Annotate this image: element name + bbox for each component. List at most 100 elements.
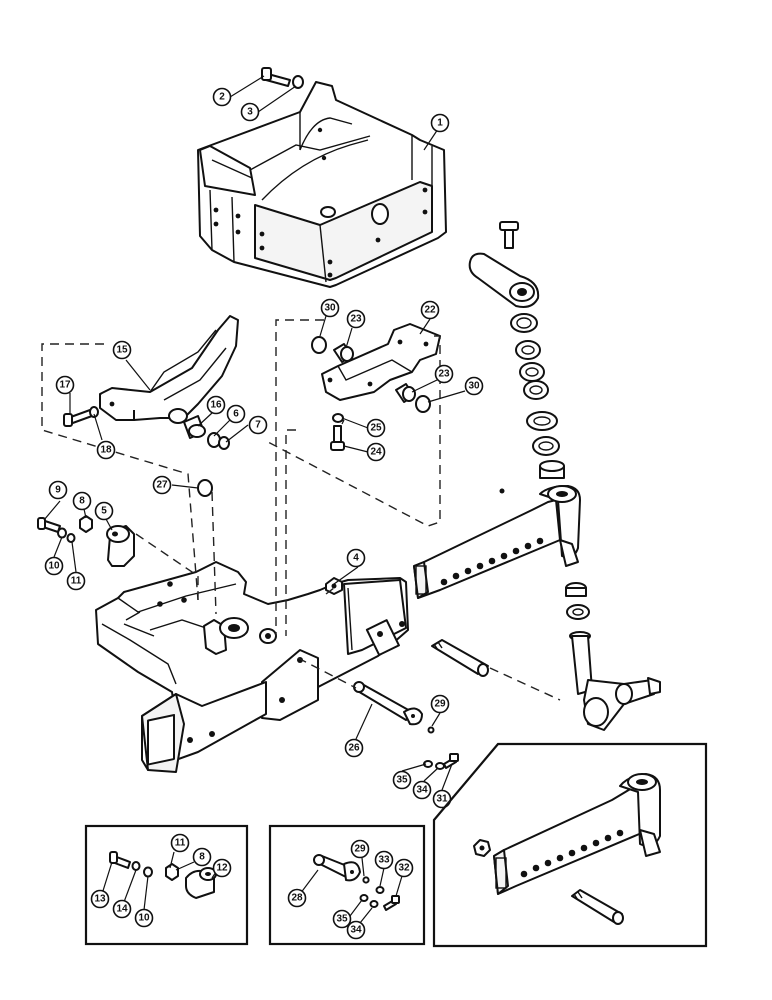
svg-text:34: 34: [350, 925, 362, 936]
svg-text:13: 13: [94, 894, 106, 905]
svg-text:23: 23: [438, 369, 450, 380]
steering-arm: [468, 221, 540, 308]
inset-right: [432, 742, 708, 948]
inset-left-callout-11: 11: [170, 833, 190, 853]
washer-11: [66, 533, 76, 543]
svg-text:34: 34: [416, 785, 428, 796]
svg-text:10: 10: [138, 913, 150, 924]
svg-text:24: 24: [370, 447, 382, 458]
axle-extension: [413, 485, 581, 599]
svg-text:35: 35: [396, 775, 408, 786]
svg-text:14: 14: [116, 904, 128, 915]
ring-7: [218, 436, 230, 450]
cotter-29: [427, 726, 435, 734]
nut-8: [79, 515, 93, 533]
svg-text:5: 5: [101, 506, 107, 517]
bolt-17: [63, 409, 93, 427]
callout-3: 3: [240, 102, 260, 122]
svg-text:26: 26: [348, 743, 360, 754]
pivot-pin-5: [106, 525, 135, 567]
svg-text:3: 3: [247, 107, 253, 118]
callout-11: 11: [66, 571, 86, 591]
bushing-23-upper: [333, 343, 354, 363]
hardware-31-34-35: [423, 753, 459, 770]
svg-text:31: 31: [436, 794, 448, 805]
svg-text:29: 29: [434, 699, 446, 710]
svg-text:30: 30: [468, 381, 480, 392]
callout-8: 8: [72, 491, 92, 511]
seal-27: [197, 479, 213, 497]
callout-7: 7: [248, 415, 268, 435]
svg-text:1: 1: [437, 118, 443, 129]
svg-text:6: 6: [233, 409, 239, 420]
adjust-pin: [431, 639, 489, 677]
callout-23-upper: 23: [346, 309, 366, 329]
callout-15: 15: [112, 340, 132, 360]
svg-text:8: 8: [79, 496, 85, 507]
callout-23-lower: 23: [434, 364, 454, 384]
bearing-stack: [510, 313, 565, 479]
inset-left-callout-12: 12: [212, 858, 232, 878]
svg-text:11: 11: [175, 838, 186, 849]
callout-16: 16: [206, 395, 226, 415]
washer-10: [57, 527, 67, 539]
callout-27: 27: [152, 475, 172, 495]
inset-middle: 28 29 33 32 35 34: [268, 824, 426, 946]
bolt-9: [37, 517, 61, 533]
callout-26: 26: [344, 738, 364, 758]
washer-3: [292, 75, 304, 89]
callout-5: 5: [94, 501, 114, 521]
callout-1: 1: [430, 113, 450, 133]
leader-lines: [43, 75, 466, 791]
spindle: [565, 582, 661, 731]
svg-text:32: 32: [398, 863, 410, 874]
axle-left-extension: [141, 681, 267, 773]
svg-text:16: 16: [210, 400, 222, 411]
inset-middle-callout-34: 34: [346, 920, 366, 940]
callout-4: 4: [346, 548, 366, 568]
axle-nut: [325, 577, 343, 595]
washer-30-upper: [311, 336, 327, 354]
callout-25: 25: [366, 418, 386, 438]
bushing-23-lower: [395, 383, 416, 403]
callout-9: 9: [48, 480, 68, 500]
svg-text:17: 17: [59, 380, 71, 391]
bolt-24: [330, 425, 345, 451]
inset-middle-callout-28: 28: [287, 888, 307, 908]
callout-34: 34: [412, 780, 432, 800]
svg-text:9: 9: [55, 485, 61, 496]
inset-left-callout-14: 14: [112, 899, 132, 919]
svg-text:15: 15: [116, 345, 128, 356]
inset-middle-callout-33: 33: [374, 850, 394, 870]
svg-text:27: 27: [156, 480, 168, 491]
axle-center-section: [95, 561, 409, 727]
callout-18: 18: [96, 440, 116, 460]
callout-29: 29: [430, 694, 450, 714]
callout-10: 10: [44, 556, 64, 576]
svg-text:35: 35: [336, 914, 348, 925]
washer-30-lower: [415, 395, 431, 413]
callout-35: 35: [392, 770, 412, 790]
svg-text:33: 33: [378, 855, 390, 866]
callout-17: 17: [55, 375, 75, 395]
svg-text:12: 12: [216, 863, 228, 874]
washer-18: [89, 406, 99, 418]
svg-text:23: 23: [350, 314, 362, 325]
grease-fitting: [499, 488, 505, 494]
pin-26: [353, 681, 423, 726]
inset-middle-callout-29: 29: [350, 839, 370, 859]
inset-left-callout-10: 10: [134, 908, 154, 928]
inset-left-callout-13: 13: [90, 889, 110, 909]
svg-text:8: 8: [199, 852, 205, 863]
bracket-15: [99, 315, 239, 424]
svg-text:2: 2: [219, 92, 225, 103]
callout-30-upper: 30: [320, 298, 340, 318]
svg-text:7: 7: [255, 420, 261, 431]
svg-text:4: 4: [353, 553, 359, 564]
callout-24: 24: [366, 442, 386, 462]
callout-30-lower: 30: [464, 376, 484, 396]
inset-left-callout-8: 8: [192, 847, 212, 867]
callout-2: 2: [212, 87, 232, 107]
washer-6: [207, 432, 221, 448]
